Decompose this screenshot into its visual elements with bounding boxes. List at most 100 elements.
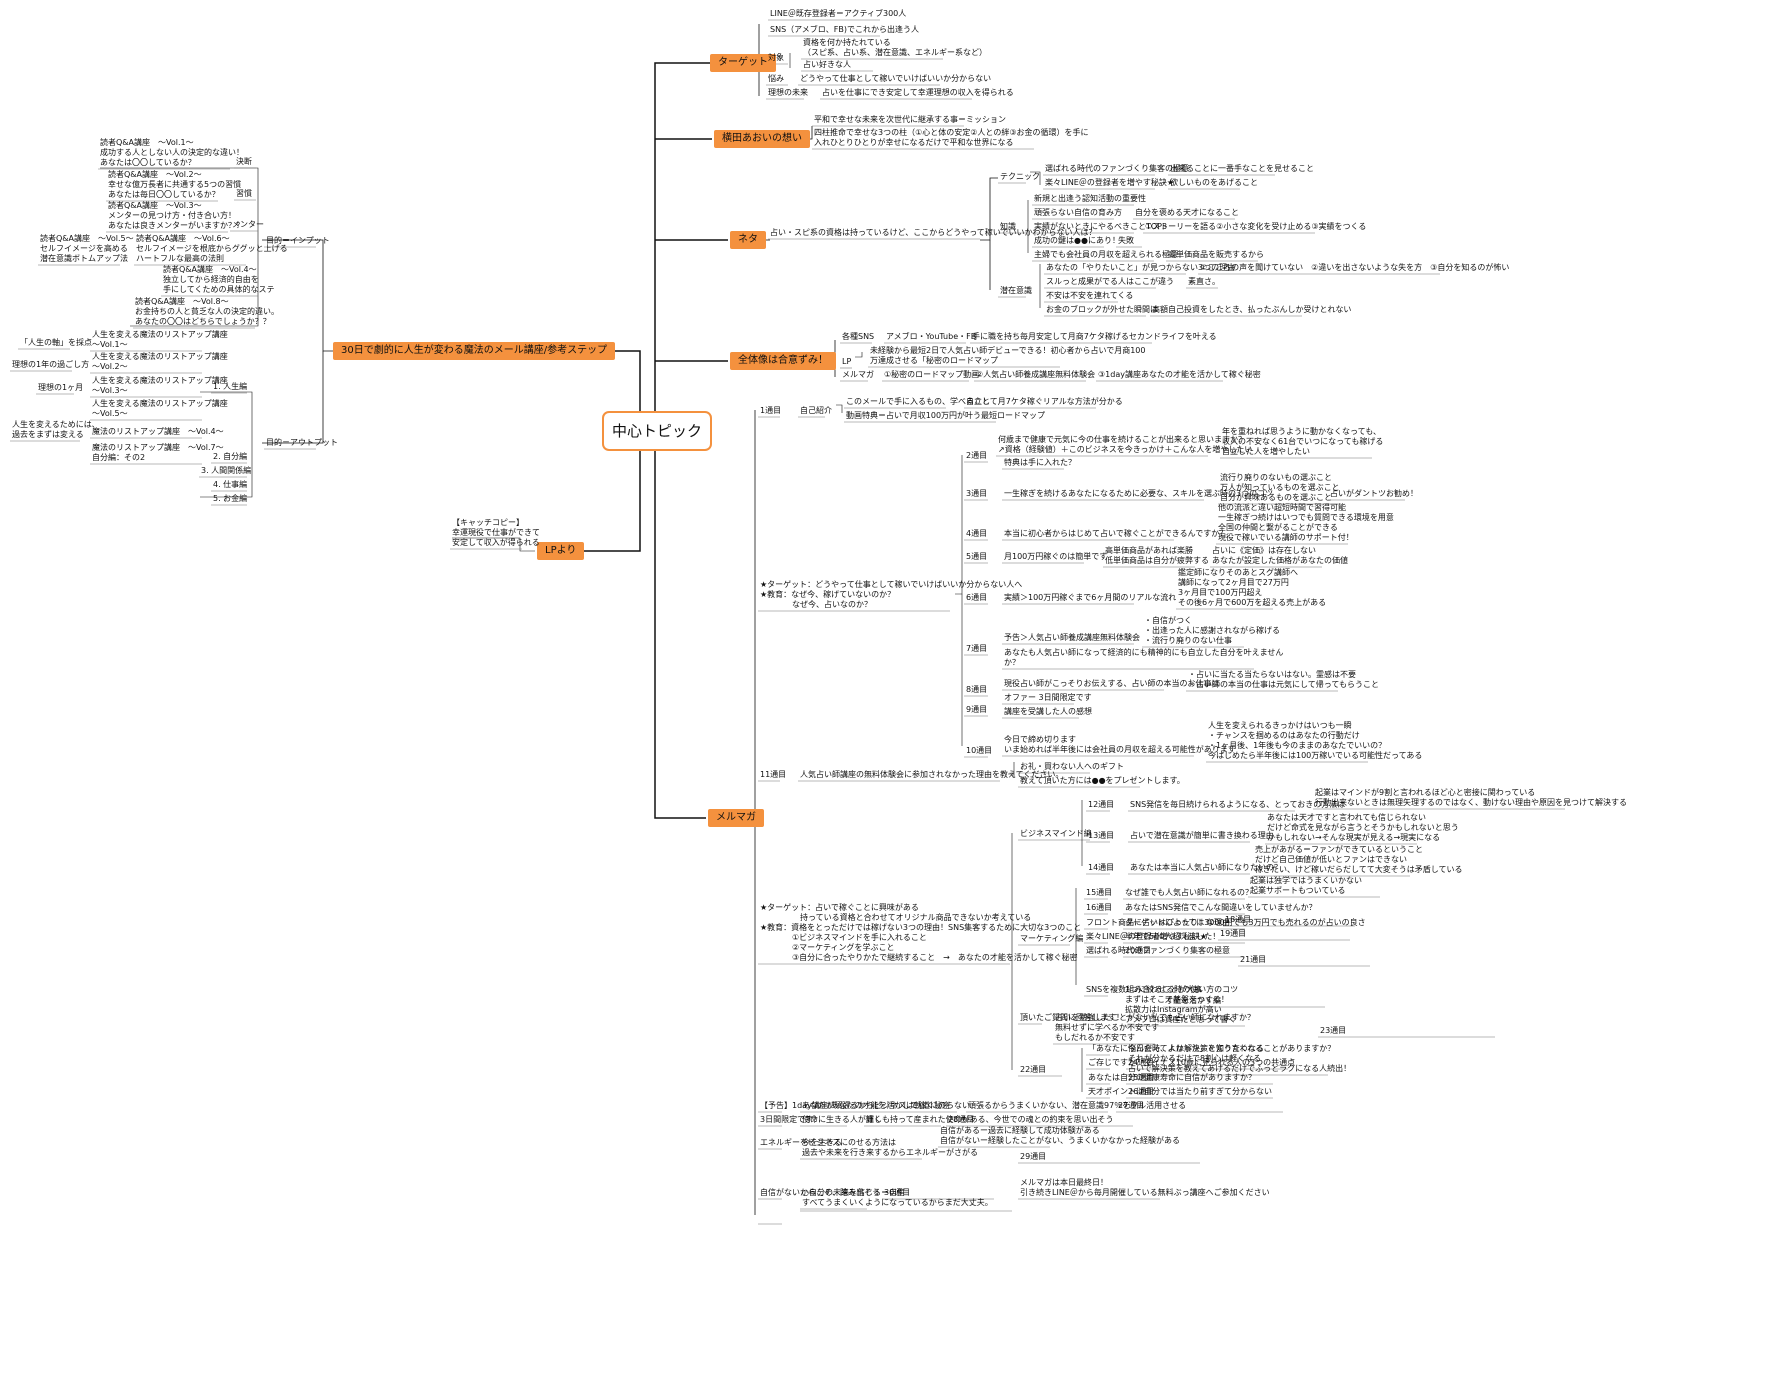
node-text: SNS発信を毎日続けられるようになる、とっておきの方法は (1130, 800, 1346, 809)
branch-mailmag[interactable]: メルマガ (708, 809, 764, 827)
node-text: ②人気占い師養成講座無料体験会 (976, 370, 1096, 379)
node-text: あなたは自分の健康寿命に自信がありますか？ (1088, 1073, 1256, 1082)
node-text: LINE＠既存登録者＝アクティブ300人 (770, 9, 907, 18)
node-text: ・自信がつく ・出逢った人に感謝されながら稼げる ・流行り廃りのない仕事 (1144, 616, 1280, 645)
node-text: 4通目 (966, 529, 988, 538)
node-text: 「人生の軸」を採点 (20, 338, 92, 347)
connector-line (577, 429, 641, 552)
node-text: 一生稼ぎを続けるあなたになるために必要な、スキルを選ぶ時の3つのコツ (1004, 489, 1274, 498)
node-text: 天才ポイントは自分では当たり前すぎて分からない (1088, 1087, 1272, 1096)
node-text: メルマガは本日最終日！ 引き続きLINE＠から毎月開催している無料ぶっ講座へご参… (1020, 1178, 1270, 1197)
node-text: 出来ることに一番手なことを見せること (1170, 164, 1314, 173)
node-text: どうやって仕事として稼いでいけばいいか分からない (800, 74, 992, 83)
node-text: 平和で幸せな未来を次世代に継承する事＝ミッション (814, 115, 1006, 124)
node-text: 4. 仕事編 (213, 480, 248, 489)
node-text: 人生を変えられるきっかけはいつも一瞬 ・チャンスを掴めるのはあなたの行動だけ ・… (1208, 721, 1423, 760)
node-text: 教えて頂いた方には●●をプレゼントします。 (1020, 776, 1185, 785)
node-text: 他の流派と違い超短時間で習得可能 一生稼ぎつ続けはいつでも質問できる環境を用意 … (1218, 503, 1394, 542)
connector-line (130, 240, 259, 327)
node-text: 主婦でも会社員の月収を超えられる極意 (1034, 250, 1178, 259)
node-text: 読者Q&A講座 ～Vol.5～ セルフイメージを高める 潜在意識ボトムアップ法 (40, 234, 134, 263)
node-text: このメールで手に入るもの、学べること (846, 397, 990, 406)
node-text: 人生を変えるためには、 過去をまずは変える (12, 420, 100, 439)
node-text: 悩んだ時、人は解決策を知りたくなる それが分かるだけで8割心は軽くなる 占いで解… (1128, 1044, 1352, 1073)
node-text: 自信があるー過去に経験して成功体験がある 自信がないー経験したことがない、うまく… (940, 1126, 1180, 1145)
node-text: ①秘密のロードマップ動画 (884, 370, 980, 379)
node-text: 四柱推命で幸せな3つの柱（①心と体の安定②人との絆③お金の循環）を手に 入れひと… (814, 128, 1089, 147)
connector-line (262, 239, 333, 352)
branch-overview[interactable]: 全体像は合意ずみ！ (730, 352, 836, 370)
connector-line (980, 177, 998, 241)
node-text: 「あなたに今日会えてよかった」と言う言われることがありますか？ (1088, 1044, 1336, 1053)
branch-lp[interactable]: LPより (537, 542, 585, 560)
node-text: 読者Q&A講座 ～Vol.1～ 成功する人としない人の決定的な違い！ あなたは〇… (100, 138, 244, 167)
node-text: 【キャッチコピー】 幸運現役で仕事ができて 安定して収入が得られる (452, 518, 540, 547)
node-text: 3. 人間関係編 (201, 466, 252, 475)
node-text: ご存じですか？マイナス10歳に見られる人の3つの共通点 (1088, 1058, 1296, 1067)
node-text: あなたも人気占い師になって経済的にも精神的にも自立した自分を叶えません か？ (1004, 648, 1284, 667)
central-topic[interactable]: 中心トピック (602, 411, 712, 451)
node-text: 起業は独学ではうまくいかない 起業サポートもついている (1250, 876, 1362, 895)
node-text: 頑張るからうまくいかない、潜在意識97％をフル活用させる (968, 1101, 1187, 1110)
node-text: 何歳まで健康で元気に今の仕事を続けることが出来ると思いますか？ ↗資格（経験値）… (998, 435, 1253, 454)
node-text: 自己紹介 (800, 406, 832, 415)
node-text: 5. お金編 (213, 494, 248, 503)
connector-line (855, 352, 863, 358)
node-text: 人生を変える魔法のリストアップ講座 ～Vol.3～ (92, 376, 228, 395)
node-text: ○自分の未来を信じる＝自信 すべてうまくいくようになっているからまだ大丈夫。 (802, 1188, 993, 1207)
node-text: 30通目 (884, 1188, 911, 1197)
branch-course[interactable]: 30日で劇的に人生が変わる魔法のメール講座/参考ステップ (333, 342, 616, 360)
branch-thought[interactable]: 横田あおいの想い (714, 130, 810, 148)
node-text: ターゲットによっては3000円でも3万円でも売れるのが占いの良さ (1125, 918, 1366, 927)
node-text: 28通目 (948, 1115, 975, 1124)
node-text: SNS（アメブロ、FB)でこれから出逢う人 (770, 25, 919, 34)
node-text: 占いで潜在意識が簡単に書き換わる理由 (1130, 831, 1274, 840)
node-text: 25通目 (1128, 1073, 1155, 1082)
node-text: 20通目 (1125, 946, 1152, 955)
node-text: ★ターゲット：どうやって仕事として稼いでいけばいいか分からない人へ ★教育：なぜ… (760, 580, 1023, 609)
node-text: 高単価商品があれば楽勝 低単価商品は自分が疲弊する (1105, 546, 1209, 565)
node-text: 21通目 (1240, 955, 1267, 964)
node-text: 13通目 (1088, 831, 1115, 840)
node-text: 1通目 (760, 406, 782, 415)
node-text: 講座を受講した人の感想 (1004, 707, 1092, 716)
node-text: SNSを複数組み合わせる時の使い方のコツ (1086, 985, 1239, 994)
node-text: ③1day講座あなたの才能を活かして稼ぐ秘密 (1098, 370, 1261, 379)
node-text: 選ばれる時代のファンづくり集客の極意 (1045, 164, 1189, 173)
node-text: 読者Q&A講座 ～Vol.2～ 幸せな億万長者に共通する5つの習慣 あなたは毎日… (108, 170, 242, 199)
node-text: ビジネスマインド編 (1020, 829, 1092, 838)
node-text: 資格を何か持たれている （スピ系、占い系、潜在意識、エネルギー系など） (803, 38, 987, 57)
node-text: 素直さ。 (1188, 277, 1220, 286)
node-text: 【予告】1day講座/あなたの才能を活かして稼ぐ秘密 (760, 1101, 951, 1110)
node-text: 27通目 (1118, 1101, 1145, 1110)
node-text: 理想の1年の過ごし方 (12, 360, 90, 369)
node-text: 才能を活かす編 (1165, 996, 1221, 1005)
node-text: 今を生きる 過去や未来を行き来するからエネルギーがさがる (802, 1138, 978, 1157)
node-text: 読者Q&A講座 ～Vol.4～ 独立してから経済的自由を 手にしてくための具体的… (163, 265, 275, 294)
branch-neta[interactable]: ネタ (730, 231, 766, 249)
branch-target[interactable]: ターゲット (710, 54, 776, 72)
node-text: 22通目 (1020, 1065, 1047, 1074)
node-text: あなたは天才ですと言われても信じられない だけど命式を見ながら言うとそうかもしれ… (1267, 813, 1459, 842)
node-text: 動画特典＝占いで月収100万円が叶う最短ロードマップ (846, 411, 1046, 420)
connector-line (836, 404, 843, 413)
node-text: 成功の鍵は●●にあり！ (1034, 236, 1120, 245)
node-text: 26通目 (1128, 1087, 1155, 1096)
node-text: 8通目 (966, 685, 988, 694)
node-text: スルっと成果がでる人はここが違う (1046, 277, 1174, 286)
node-text: 読者Q&A講座 ～Vol.8～ お金持ちの人と貧乏な人の決定的違い。 あなたの〇… (135, 297, 279, 326)
node-text: 未経験から最短2日で人気占い師デビューできる！初心者から占いで月商100 万達成… (870, 346, 1146, 365)
node-text: お礼・買わない人へのギフト (1020, 762, 1124, 771)
node-text: あなたはSNS発信でこんな間違いをしていませんか？ (1125, 903, 1317, 912)
node-text: 2通目 (966, 451, 988, 460)
connector-line (654, 62, 710, 430)
node-text: 欲しいものをあげること (1170, 178, 1258, 187)
node-text: 6通目 (966, 593, 988, 602)
node-text: 鑑定師になりそのあとスグ講師へ 講師になって2ヶ月目で27万円 3ヶ月目で100… (1178, 568, 1327, 607)
node-text: 手に職を持ち毎月安定して月商7ケタ稼げるセカンドライフを叶える (972, 332, 1217, 341)
node-text: 1. 人生編 (213, 382, 248, 391)
node-text: 実績＞100万円稼ぐまで6ヶ月間のリアルな流れ (1004, 593, 1177, 602)
node-text: 自分を褒める天才になること (1135, 208, 1239, 217)
node-text: 12通目 (1088, 800, 1115, 809)
